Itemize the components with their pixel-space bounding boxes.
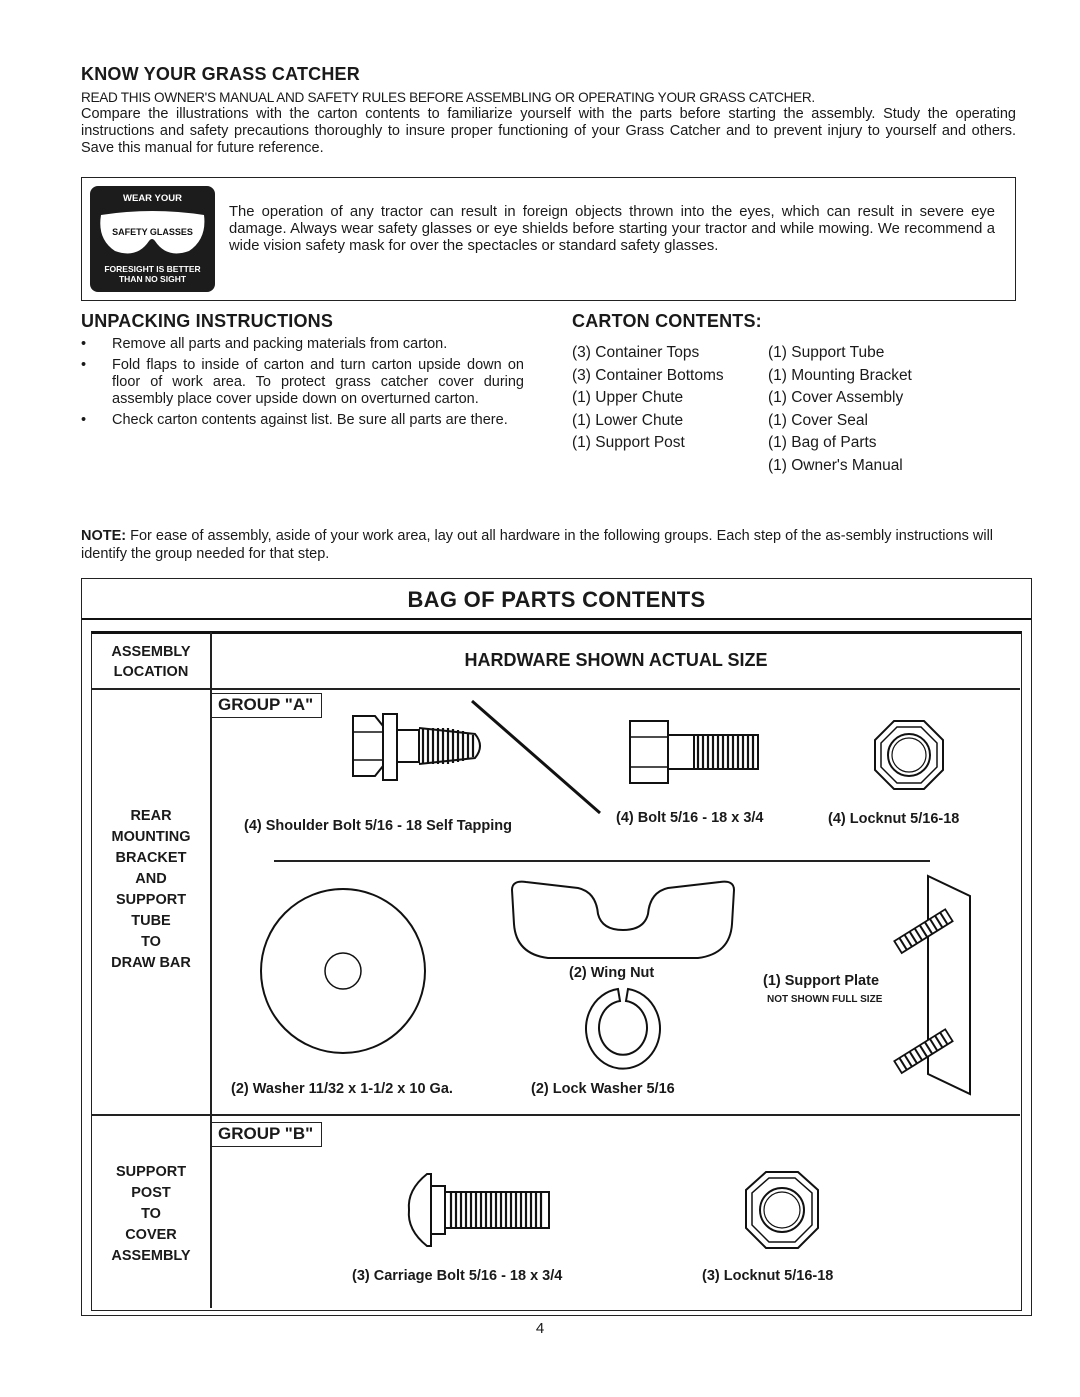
- know-paragraph-body: Compare the illustrations with the carto…: [81, 106, 1016, 156]
- carton-item: (1) Support Post: [572, 434, 685, 452]
- locknut-b-label: (3) Locknut 5/16-18: [702, 1268, 834, 1284]
- washer-icon: [260, 888, 426, 1054]
- unpacking-list: Remove all parts and packing materials f…: [81, 336, 524, 433]
- locknut-icon: [874, 720, 944, 790]
- location-line: POST: [131, 1185, 171, 1201]
- hardware-header: HARDWARE SHOWN ACTUAL SIZE: [464, 650, 768, 670]
- lock-washer-icon: [585, 987, 661, 1070]
- unpacking-title: UNPACKING INSTRUCTIONS: [81, 311, 334, 331]
- carriage-bolt-icon: [407, 1173, 550, 1247]
- carton-item: (3) Container Bottoms: [572, 366, 724, 384]
- badge-bottom-line-1: FORESIGHT IS BETTER: [104, 264, 201, 274]
- carton-item: (1) Cover Assembly: [768, 389, 904, 407]
- wing-nut-icon: [510, 880, 736, 959]
- badge-bottom-text: FORESIGHT IS BETTER THAN NO SIGHT: [90, 264, 215, 284]
- group-b-location: SUPPORT POST TO COVER ASSEMBLY: [92, 1162, 210, 1267]
- lock-washer-label: (2) Lock Washer 5/16: [531, 1081, 675, 1097]
- locknut-label: (4) Locknut 5/16-18: [828, 811, 960, 827]
- table-group-rule: [92, 1114, 1020, 1116]
- location-line: SUPPORT: [115, 1164, 187, 1180]
- badge-bottom-line-2: THAN NO SIGHT: [118, 274, 187, 284]
- know-paragraph: READ THIS OWNER'S MANUAL AND SAFETY RULE…: [81, 89, 1016, 157]
- bolt-icon: [629, 720, 759, 784]
- note-paragraph: NOTE: For ease of assembly, aside of you…: [81, 527, 1016, 563]
- note-text: For ease of assembly, aside of your work…: [81, 528, 994, 562]
- badge-top-text: WEAR YOUR: [123, 193, 182, 204]
- unpacking-item: Fold flaps to inside of carton and turn …: [81, 357, 524, 408]
- location-line: ASSEMBLY: [111, 1248, 191, 1264]
- location-line: COVER: [125, 1227, 177, 1243]
- shoulder-bolt-label: (4) Shoulder Bolt 5/16 - 18 Self Tapping: [244, 818, 513, 834]
- group-b-label: GROUP "B": [211, 1122, 323, 1147]
- location-line: SUPPORT: [115, 892, 187, 908]
- bag-of-parts-box: [81, 578, 1032, 1316]
- washer-label: (2) Washer 11/32 x 1-1/2 x 10 Ga.: [231, 1081, 453, 1097]
- carton-item: (1) Upper Chute: [572, 389, 684, 407]
- support-plate-label: (1) Support Plate: [763, 973, 880, 989]
- carton-item: (1) Bag of Parts: [768, 434, 877, 452]
- bag-title-rule: [82, 618, 1031, 620]
- carton-item: (1) Support Tube: [768, 344, 885, 361]
- carton-item: (3) Container Tops: [572, 344, 700, 361]
- locknut-b-icon: [745, 1171, 819, 1249]
- location-line: BRACKET: [115, 850, 187, 866]
- safety-glasses-icon: [100, 211, 205, 254]
- bolt-label: (4) Bolt 5/16 - 18 x 3/4: [616, 810, 764, 826]
- location-line: TUBE: [131, 913, 171, 929]
- header-line-2: LOCATION: [113, 664, 189, 680]
- table-divider-vertical: [210, 632, 212, 1308]
- location-line: AND: [135, 871, 167, 887]
- group-a-label: GROUP "A": [211, 693, 323, 718]
- support-plate-note: NOT SHOWN FULL SIZE: [767, 994, 883, 1005]
- hardware-table: [91, 631, 1022, 1311]
- location-line: TO: [141, 934, 161, 950]
- assembly-location-header: ASSEMBLY LOCATION: [92, 642, 210, 682]
- group-a-separator: [274, 860, 930, 862]
- carton-item: (1) Cover Seal: [768, 411, 868, 429]
- header-line-1: ASSEMBLY: [111, 644, 191, 660]
- location-line: MOUNTING: [111, 829, 191, 845]
- location-line: TO: [141, 1206, 161, 1222]
- group-a-location: REAR MOUNTING BRACKET AND SUPPORT TUBE T…: [92, 806, 210, 974]
- know-paragraph-caps: READ THIS OWNER'S MANUAL AND SAFETY RULE…: [81, 90, 815, 105]
- support-plate-icon: [893, 874, 971, 1096]
- carriage-bolt-label: (3) Carriage Bolt 5/16 - 18 x 3/4: [352, 1268, 563, 1284]
- diagonal-divider: [471, 699, 601, 815]
- table-header-rule: [92, 688, 1020, 690]
- note-label: NOTE:: [81, 528, 127, 544]
- carton-list-col1: (3) Container Tops (3) Container Bottoms…: [572, 342, 724, 455]
- carton-item: (1) Mounting Bracket: [768, 366, 912, 384]
- location-line: REAR: [130, 808, 172, 824]
- know-title: KNOW YOUR GRASS CATCHER: [81, 64, 360, 84]
- carton-item: (1) Lower Chute: [572, 411, 684, 429]
- page-number: 4: [535, 1320, 545, 1337]
- wing-nut-label: (2) Wing Nut: [569, 965, 655, 981]
- location-line: DRAW BAR: [111, 955, 191, 971]
- safety-text: The operation of any tractor can result …: [229, 204, 995, 254]
- shoulder-bolt-icon: [352, 713, 481, 781]
- unpacking-item: Remove all parts and packing materials f…: [81, 336, 524, 353]
- safety-warning-box: WEAR YOUR SAFETY GLASSES FORESIGHT IS BE…: [81, 177, 1016, 301]
- badge-mid-text: SAFETY GLASSES: [112, 227, 193, 237]
- bag-title: BAG OF PARTS CONTENTS: [407, 587, 706, 612]
- carton-title: CARTON CONTENTS:: [572, 311, 762, 331]
- safety-glasses-badge: WEAR YOUR SAFETY GLASSES FORESIGHT IS BE…: [90, 186, 215, 292]
- unpacking-item: Check carton contents against list. Be s…: [81, 412, 524, 429]
- carton-list-col2: (1) Support Tube (1) Mounting Bracket (1…: [768, 342, 912, 478]
- carton-item: (1) Owner's Manual: [768, 456, 903, 474]
